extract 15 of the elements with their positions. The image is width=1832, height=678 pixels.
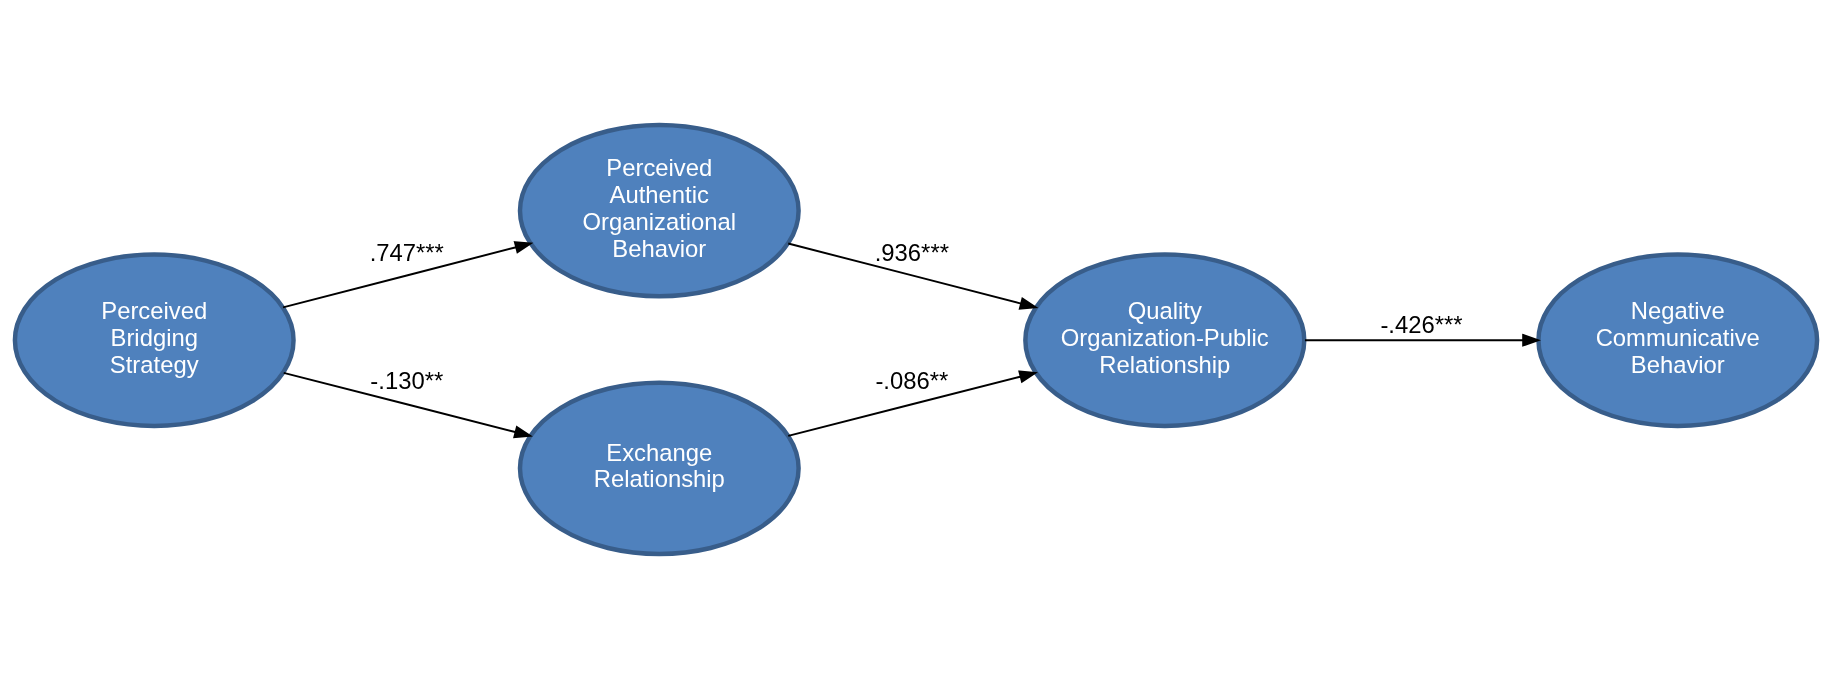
node-ellipse: Quality Organization-Public Relationship [1023,251,1307,428]
edge-label: -.426*** [1380,310,1463,337]
arrow [282,371,533,438]
edge-label: .936*** [874,238,949,266]
node-ellipse: Exchange Relationship [517,379,801,556]
arrow [787,242,1039,310]
edge-label: -.086** [875,366,949,394]
edge-label: .747*** [369,238,444,266]
node-ellipse: Negative Communicative Behavior [1536,251,1820,428]
edge-label: -.130** [370,366,444,394]
node-ellipse: Perceived Bridging Strategy [12,251,296,428]
node-ellipse: Perceived Authentic Organizational Behavior [517,122,801,299]
arrow [1304,333,1541,347]
arrow [282,240,534,308]
arrow [787,369,1038,437]
